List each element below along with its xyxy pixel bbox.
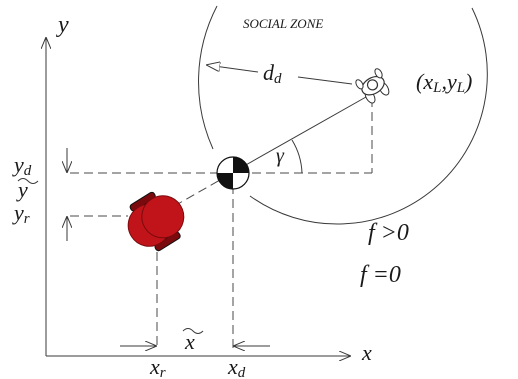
ytilde-tilde-mark [17,178,39,184]
yr-label: yr [12,200,30,227]
leader-position-label: (xL,yL) [416,69,472,96]
x-axis-label: x [361,340,372,365]
checkered-target-marker-icon [216,156,250,190]
leader-target-line [243,96,367,167]
dd-label: dd [263,60,282,87]
xd-label: xd [227,354,246,379]
xtilde-label: x [184,329,195,354]
ytilde-label: y [16,177,28,202]
dd-distance-arrow [207,65,259,73]
f-zero-label: f =0 [360,262,401,288]
gamma-label: γ [276,145,285,167]
social-zone-outer-arc [198,5,218,150]
y-axis-label: y [56,12,69,38]
social-zone-right-arc [249,7,488,225]
gamma-angle-arc [291,139,303,174]
xtilde-tilde-mark [182,328,204,334]
dd-distance-line [297,76,353,85]
yd-label: yd [12,152,32,179]
red-differential-drive-robot-icon [127,191,185,252]
xr-label: xr [149,354,166,379]
social-zone-label: SOCIAL ZONE [243,16,323,31]
robot-to-target-dashed-line [161,179,221,214]
person-top-view-icon [355,68,390,104]
f-positive-label: f >0 [368,220,409,246]
